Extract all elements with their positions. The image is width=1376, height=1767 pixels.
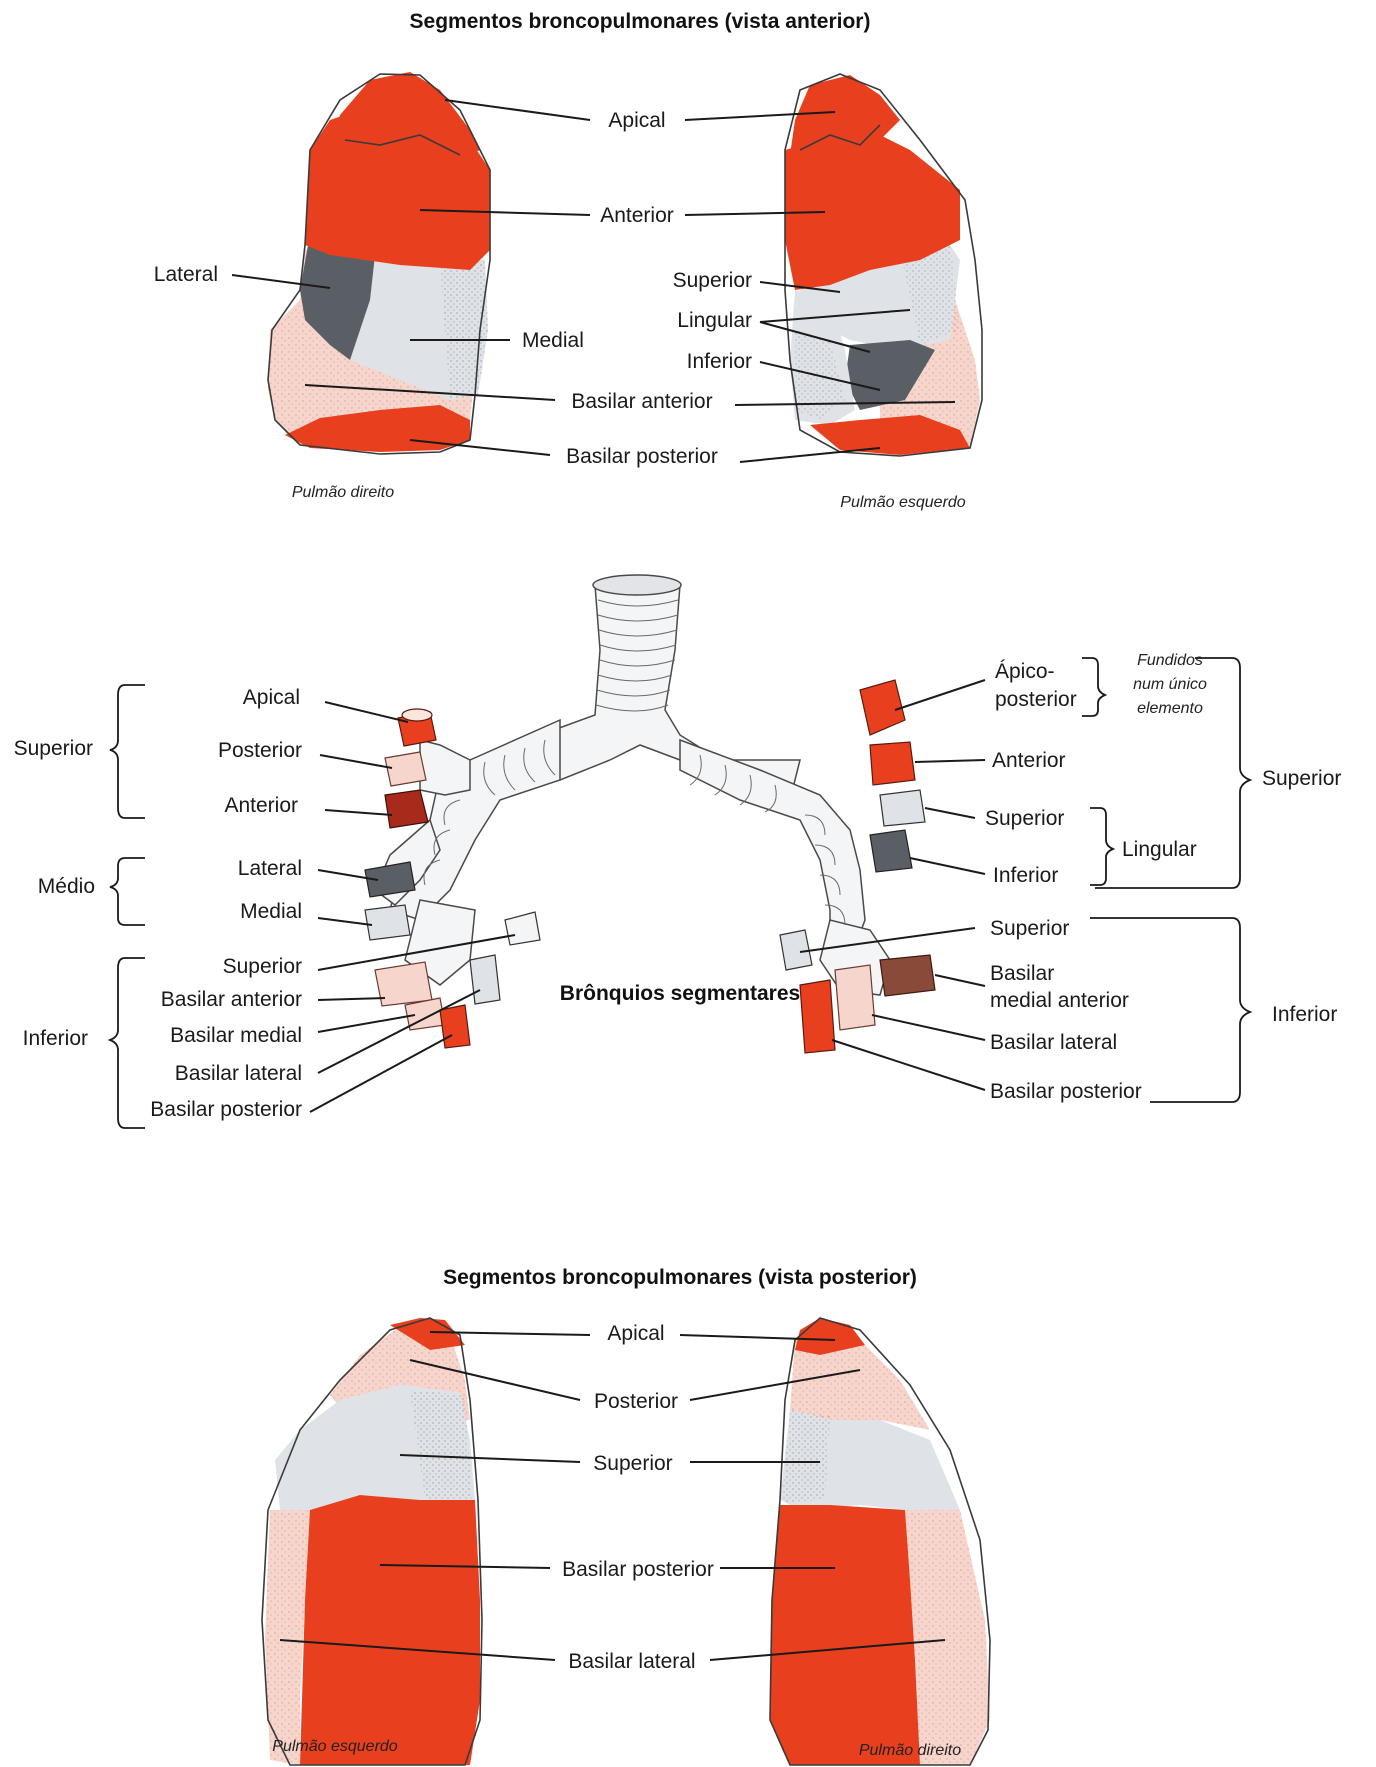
note-fused-line1: Fundidos bbox=[1137, 652, 1203, 669]
label-apical-posterior: Apical bbox=[607, 1322, 664, 1345]
label-posterior-bronchus-right: Posterior bbox=[218, 739, 302, 762]
label-inferior-group-left: Inferior bbox=[1272, 1003, 1337, 1026]
anterior-view-diagram: Segmentos broncopulmonares (vista anteri… bbox=[154, 10, 982, 511]
bronchus-basilar-lateral-right bbox=[470, 955, 500, 1004]
label-anterior-anterior: Anterior bbox=[600, 204, 674, 227]
label-medial-anterior: Medial bbox=[522, 329, 584, 352]
label-basilar-posterior-bronchus-right: Basilar posterior bbox=[150, 1098, 302, 1121]
left-lung-posterior bbox=[262, 1318, 482, 1765]
bronchi-title: Brônquios segmentares bbox=[560, 982, 800, 1005]
bronchus-medial-right bbox=[365, 905, 410, 940]
label-basilar-medial-anterior-line1: Basilar bbox=[990, 962, 1054, 985]
bronchial-tree bbox=[375, 575, 890, 995]
label-apical-anterior: Apical bbox=[608, 109, 665, 132]
label-apical-bronchus-right: Apical bbox=[243, 686, 300, 709]
bronchus-superior-inferior-right bbox=[505, 912, 540, 945]
segment-basilar-posterior-left-posterior bbox=[300, 1495, 480, 1765]
label-basilar-medial-bronchus-right: Basilar medial bbox=[170, 1024, 302, 1047]
label-anterior-bronchus-left: Anterior bbox=[992, 749, 1066, 772]
bronchus-lingular-superior-left bbox=[880, 790, 925, 826]
bronchus-anterior-left bbox=[870, 742, 915, 785]
left-lung-anterior bbox=[785, 74, 982, 456]
label-posterior-posterior: Posterior bbox=[594, 1390, 678, 1413]
right-upper-branch bbox=[420, 740, 470, 795]
caption-left-lung-posterior: Pulmão esquerdo bbox=[272, 1738, 398, 1755]
posterior-view-title: Segmentos broncopulmonares (vista poster… bbox=[443, 1266, 917, 1289]
bronchus-superior-inferior-left bbox=[780, 930, 812, 970]
bronchus-basilar-posterior-left bbox=[800, 980, 835, 1053]
label-basilar-lateral-posterior: Basilar lateral bbox=[568, 1650, 695, 1673]
bronchi-diagram: Brônquios segmentares Superior Apical Po… bbox=[14, 575, 1342, 1128]
label-basilar-lateral-bronchus-right: Basilar lateral bbox=[175, 1062, 302, 1085]
posterior-view-diagram: Segmentos broncopulmonares (vista poster… bbox=[262, 1266, 990, 1765]
note-fused-line3: elemento bbox=[1137, 700, 1203, 717]
label-medial-bronchus-right: Medial bbox=[240, 900, 302, 923]
right-lung-anterior bbox=[268, 72, 490, 454]
label-superior-posterior: Superior bbox=[593, 1452, 672, 1475]
label-superior-inferior-bronchus-left: Superior bbox=[990, 917, 1069, 940]
label-lateral-bronchus-right: Lateral bbox=[238, 857, 302, 880]
label-basilar-anterior-anterior: Basilar anterior bbox=[571, 390, 712, 413]
bronchus-anterior-right bbox=[385, 790, 428, 828]
segment-basilar-posterior-right-posterior bbox=[770, 1505, 920, 1765]
label-superior-inferior-bronchus-right: Superior bbox=[223, 955, 302, 978]
caption-right-lung-anterior: Pulmão direito bbox=[292, 484, 394, 501]
label-superior-group-left: Superior bbox=[1262, 767, 1341, 790]
label-basilar-posterior-anterior: Basilar posterior bbox=[566, 445, 718, 468]
label-basilar-posterior-posterior: Basilar posterior bbox=[562, 1558, 714, 1581]
bronchus-basilar-posterior-right bbox=[440, 1005, 470, 1048]
label-lingular-anterior: Lingular bbox=[677, 309, 752, 332]
label-middle-group-right: Médio bbox=[38, 875, 95, 898]
label-superior-anterior: Superior bbox=[673, 269, 752, 292]
label-inferior-group-right: Inferior bbox=[23, 1027, 88, 1050]
caption-right-lung-posterior: Pulmão direito bbox=[859, 1742, 961, 1759]
label-superior-group-right: Superior bbox=[14, 737, 93, 760]
label-basilar-posterior-bronchus-left: Basilar posterior bbox=[990, 1080, 1142, 1103]
label-anterior-bronchus-right: Anterior bbox=[224, 794, 298, 817]
bronchus-lingular-inferior-left bbox=[870, 830, 912, 872]
bronchus-posterior-right bbox=[385, 752, 426, 786]
label-apico-posterior-line1: Ápico- bbox=[995, 660, 1055, 683]
label-basilar-medial-anterior-line2: medial anterior bbox=[990, 989, 1129, 1012]
label-apico-posterior-line2: posterior bbox=[995, 688, 1077, 711]
right-lung-posterior bbox=[770, 1318, 990, 1765]
anterior-view-title: Segmentos broncopulmonares (vista anteri… bbox=[410, 10, 871, 33]
note-fused-line2: num único bbox=[1133, 676, 1207, 693]
label-lingular-group-left: Lingular bbox=[1122, 838, 1197, 861]
label-lingular-superior-left: Superior bbox=[985, 807, 1064, 830]
label-inferior-anterior: Inferior bbox=[687, 350, 752, 373]
label-basilar-lateral-bronchus-left: Basilar lateral bbox=[990, 1031, 1117, 1054]
label-lateral-anterior: Lateral bbox=[154, 263, 218, 286]
bronchus-basilar-lateral-left bbox=[835, 965, 875, 1030]
caption-left-lung-anterior: Pulmão esquerdo bbox=[840, 494, 966, 511]
label-basilar-anterior-bronchus-right: Basilar anterior bbox=[161, 988, 302, 1011]
bronchus-basilar-medial-anterior-left bbox=[880, 955, 935, 996]
bronchus-basilar-anterior-right bbox=[375, 962, 432, 1006]
bronchus-apico-posterior-left bbox=[860, 680, 905, 735]
label-lingular-inferior-left: Inferior bbox=[993, 864, 1058, 887]
bronchi-brackets-right bbox=[110, 685, 145, 1128]
